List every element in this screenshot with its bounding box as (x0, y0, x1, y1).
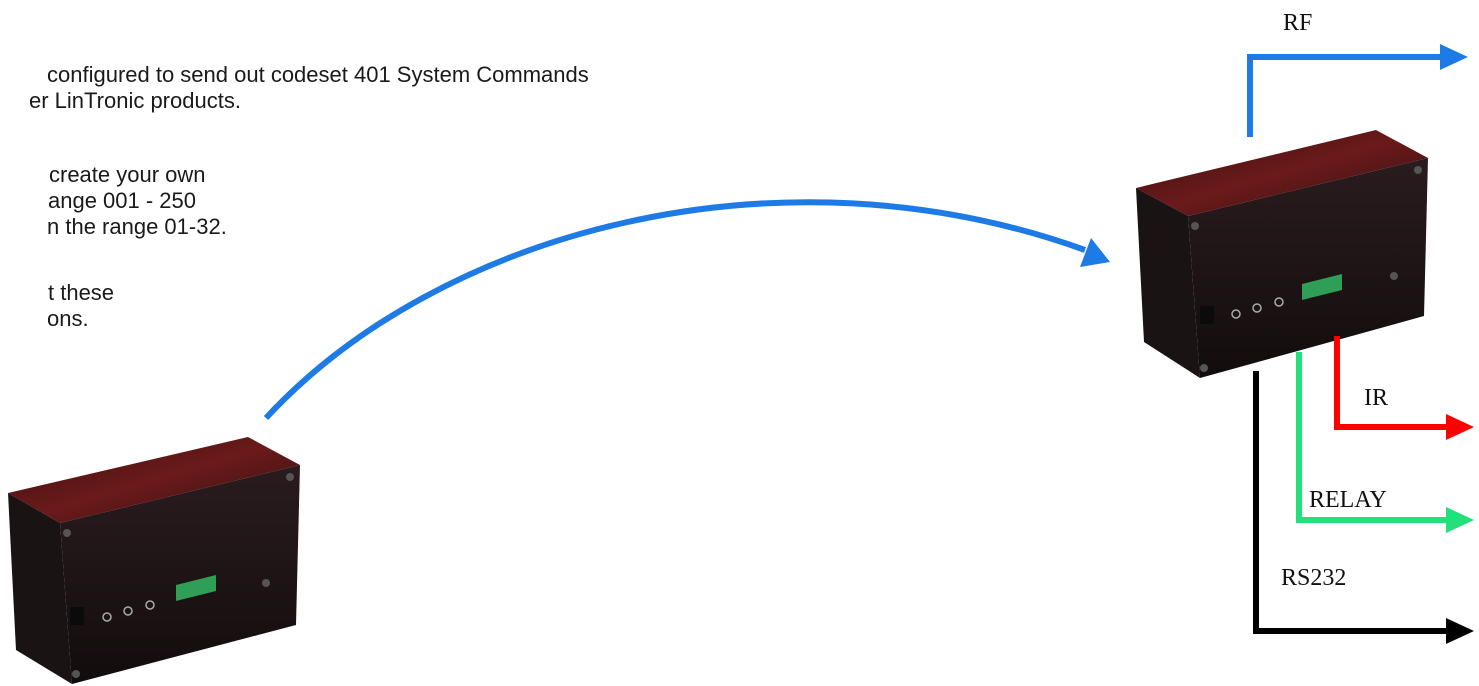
text-line-5: n the range 01-32. (47, 214, 227, 239)
relay-label: RELAY (1309, 487, 1387, 513)
sender-terminal-block-icon (176, 575, 216, 601)
sender-screw-3 (72, 670, 80, 678)
receiver-screw-3 (1200, 364, 1208, 372)
receiver-top (1136, 130, 1428, 216)
ir-label: IR (1364, 385, 1388, 411)
sender-led-3-icon (145, 600, 155, 610)
sender-led-2-icon (123, 606, 133, 616)
receiver-side (1136, 188, 1200, 378)
ir-output: IR (1334, 336, 1474, 440)
ir-line (1334, 336, 1450, 430)
text-line-4: ange 001 - 250 (48, 188, 197, 213)
receiver-device (1136, 130, 1428, 378)
receiver-led-1-icon (1231, 309, 1241, 319)
rs232-label: RS232 (1281, 565, 1346, 591)
text-line-6: t these (48, 280, 115, 305)
sender-top (8, 437, 300, 523)
relay-line (1296, 352, 1450, 523)
receiver-screw-2 (1414, 166, 1422, 174)
receiver-power-jack-icon (1200, 306, 1214, 324)
receiver-led-2-icon (1252, 303, 1262, 313)
receiver-screw-1 (1191, 222, 1199, 230)
text-line-1: configured to send out codeset 401 Syste… (47, 62, 589, 87)
rs232-output: RS232 (1253, 371, 1474, 644)
rs232-line (1253, 371, 1450, 634)
rf-output: RF (1247, 10, 1468, 137)
ir-arrowhead (1446, 414, 1474, 440)
sender-screw-2 (286, 473, 294, 481)
sender-screw-4 (262, 579, 270, 587)
text-line-2: er LinTronic products. (29, 88, 241, 113)
relay-output: RELAY (1296, 352, 1474, 533)
relay-arrowhead (1446, 507, 1474, 533)
link-arrow (263, 199, 1110, 421)
sender-screw-1 (63, 529, 71, 537)
rf-label: RF (1283, 10, 1312, 36)
text-line-7: ons. (47, 306, 89, 331)
receiver-led-3-icon (1274, 297, 1284, 307)
sender-led-1-icon (102, 612, 112, 622)
receiver-screw-4 (1390, 272, 1398, 280)
sender-power-jack-icon (70, 607, 84, 625)
rf-line (1247, 54, 1445, 137)
sender-front (60, 465, 300, 684)
rf-arrowhead (1440, 44, 1468, 70)
link-arrowhead (1080, 238, 1110, 267)
sender-device (8, 437, 300, 684)
link-curve (263, 199, 1087, 421)
receiver-front (1188, 158, 1428, 378)
text-line-3: create your own (49, 162, 206, 187)
receiver-terminal-block-icon (1302, 274, 1342, 300)
rs232-arrowhead (1446, 618, 1474, 644)
sender-side (8, 493, 72, 684)
